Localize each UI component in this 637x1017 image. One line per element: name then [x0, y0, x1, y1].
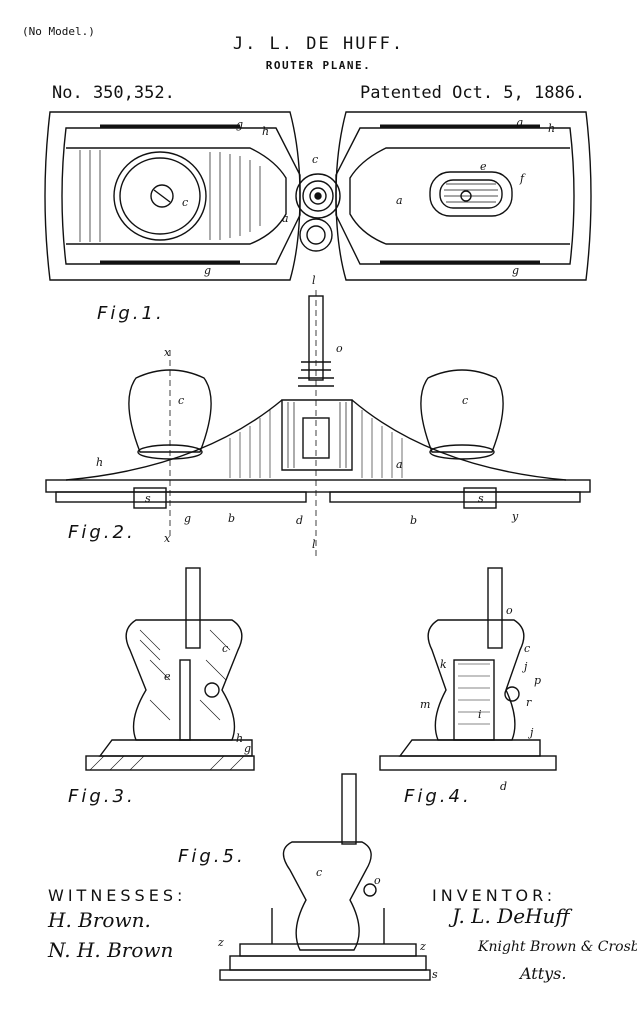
figure-3-label: Fig.3. — [68, 786, 136, 807]
svg-text:c: c — [316, 866, 322, 879]
figure-5-label: Fig.5. — [178, 846, 246, 867]
fig2-drawing: l o x c c h a s g b d b s y x l — [45, 274, 591, 560]
svg-text:s: s — [432, 968, 438, 981]
svg-text:d: d — [296, 514, 303, 527]
fig5-drawing: c o z z s — [217, 773, 438, 981]
svg-text:z: z — [419, 940, 426, 953]
svg-text:b: b — [228, 512, 235, 525]
svg-text:b: b — [410, 514, 417, 527]
svg-text:c: c — [178, 394, 184, 407]
fig4-drawing: o c j k pr i m j d — [379, 567, 557, 793]
svg-text:z: z — [217, 936, 224, 949]
svg-text:x: x — [164, 346, 171, 359]
svg-text:g: g — [236, 118, 243, 131]
witness-1-signature: H. Brown. — [48, 908, 151, 932]
svg-text:h: h — [262, 125, 269, 138]
svg-text:g: g — [516, 116, 523, 129]
svg-text:e: e — [164, 670, 171, 683]
figure-4-label: Fig.4. — [404, 786, 472, 807]
svg-text:c: c — [462, 394, 468, 407]
svg-text:r: r — [526, 696, 532, 709]
fig1-drawing: g h c c a a e f g h g g — [44, 111, 592, 281]
svg-text:l: l — [312, 274, 316, 287]
svg-text:e: e — [480, 160, 487, 173]
svg-text:a: a — [396, 194, 403, 207]
svg-text:c: c — [524, 642, 530, 655]
svg-text:j: j — [521, 660, 528, 673]
attorney-signature: Knight Brown & Crosby — [478, 939, 637, 955]
figure-2-label: Fig.2. — [68, 522, 136, 543]
svg-text:y: y — [511, 510, 519, 523]
svg-text:p: p — [534, 674, 541, 687]
svg-text:k: k — [440, 658, 447, 671]
svg-text:d: d — [500, 780, 507, 793]
svg-text:g: g — [244, 742, 251, 755]
svg-text:c: c — [312, 153, 318, 166]
svg-text:g: g — [512, 264, 519, 277]
invention-title: ROUTER PLANE. — [265, 59, 372, 72]
witnesses-label: WITNESSES: — [48, 886, 187, 905]
svg-text:m: m — [420, 698, 430, 711]
svg-text:j: j — [527, 726, 534, 739]
fig3-drawing: c e hg — [85, 567, 255, 771]
svg-text:h: h — [548, 122, 555, 135]
svg-text:g: g — [204, 264, 211, 277]
patent-number: No. 350,352. — [52, 83, 175, 103]
svg-text:o: o — [374, 874, 381, 887]
patent-date: Patented Oct. 5, 1886. — [360, 83, 586, 103]
inventor-label: INVENTOR: — [432, 886, 557, 905]
svg-text:a: a — [396, 458, 403, 471]
witness-2-signature: N. H. Brown — [48, 938, 174, 962]
svg-text:x: x — [164, 532, 171, 545]
svg-text:o: o — [506, 604, 513, 617]
svg-text:h: h — [236, 732, 243, 745]
svg-text:c: c — [222, 642, 228, 655]
svg-text:i: i — [478, 708, 482, 721]
svg-text:s: s — [478, 492, 484, 505]
svg-text:o: o — [336, 342, 343, 355]
svg-text:h: h — [96, 456, 103, 469]
svg-text:s: s — [145, 492, 151, 505]
svg-text:g: g — [184, 512, 191, 525]
svg-text:f: f — [519, 172, 526, 185]
inventor-signature: J. L. DeHuff — [452, 904, 570, 928]
no-model-note: (No Model.) — [22, 25, 95, 38]
inventor-name-heading: J. L. DE HUFF. — [232, 34, 405, 54]
figure-1-label: Fig.1. — [97, 303, 165, 324]
svg-text:a: a — [282, 212, 289, 225]
svg-text:l: l — [312, 538, 316, 551]
attorney-abbrev: Attys. — [520, 964, 567, 983]
svg-text:c: c — [182, 196, 188, 209]
